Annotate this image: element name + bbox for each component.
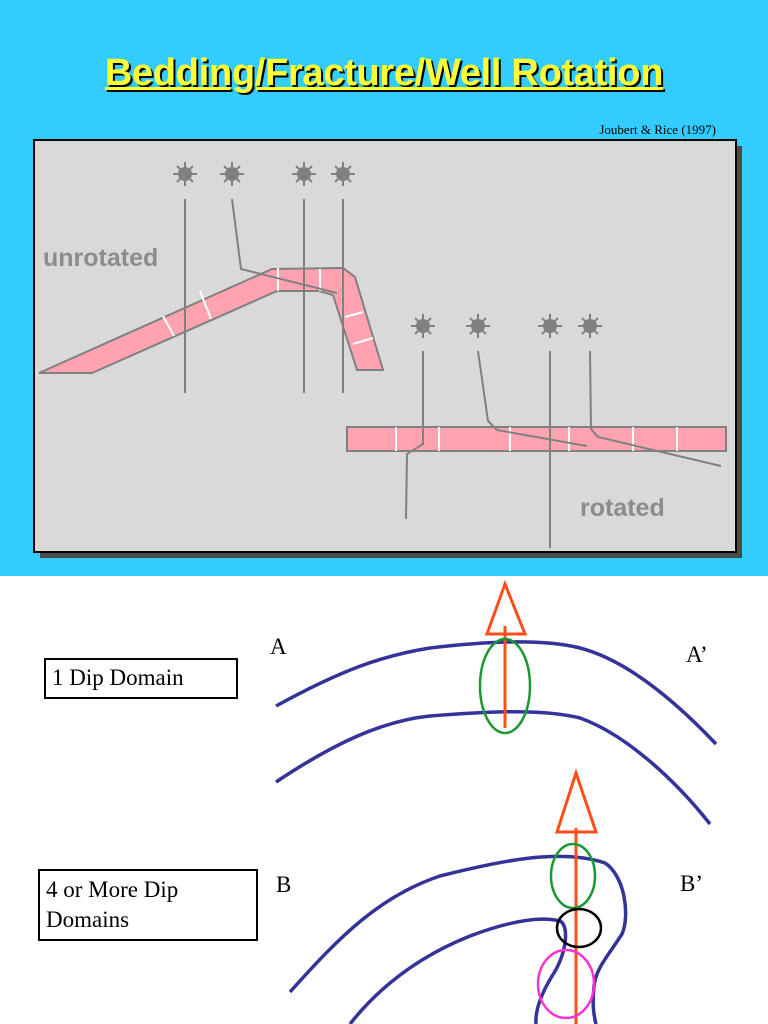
section-b-end-label: B’ (680, 871, 703, 896)
unrotated-fracture-ticks (162, 268, 374, 345)
dip-domain-ellipse-b-black (555, 907, 603, 949)
dip-domain-ellipse-b-magenta (536, 948, 596, 1020)
rotation-panel: unrotated rotated (33, 139, 737, 553)
rotated-label: rotated (580, 494, 665, 522)
citation: Joubert & Rice (1997) (599, 122, 716, 137)
four-dip-domains-label-line1: 4 or More Dip (46, 877, 179, 902)
dip-domain-ellipse-b-green (549, 842, 597, 910)
one-dip-domain-label: 1 Dip Domain (52, 665, 184, 690)
section-b-start-label: B (276, 872, 292, 897)
horizon-b-lower (348, 917, 568, 1024)
four-dip-domains-box: 4 or More Dip Domains (38, 869, 258, 941)
four-dip-domains-label-line2: Domains (46, 907, 130, 932)
rotated-fracture-ticks (395, 427, 678, 451)
slide-title: Bedding/Fracture/Well Rotation (104, 52, 664, 94)
well-arrow-b (554, 768, 599, 1024)
rotated-wells (405, 350, 722, 548)
unrotated-bed (38, 266, 385, 374)
section-a-start-label: A (270, 634, 287, 659)
dip-domain-diagram (275, 579, 718, 1024)
rotation-diagram (38, 162, 727, 548)
rotated-bed (346, 426, 727, 452)
one-dip-domain-box: 1 Dip Domain (44, 658, 238, 699)
section-a-end-label: A’ (686, 642, 708, 667)
unrotated-wells (184, 198, 344, 393)
horizon-a-lower (275, 709, 712, 826)
well-arrow-a (484, 579, 528, 728)
dip-domain-ellipse-a (478, 637, 532, 735)
well-head-icons (173, 162, 602, 338)
unrotated-label: unrotated (43, 244, 159, 272)
